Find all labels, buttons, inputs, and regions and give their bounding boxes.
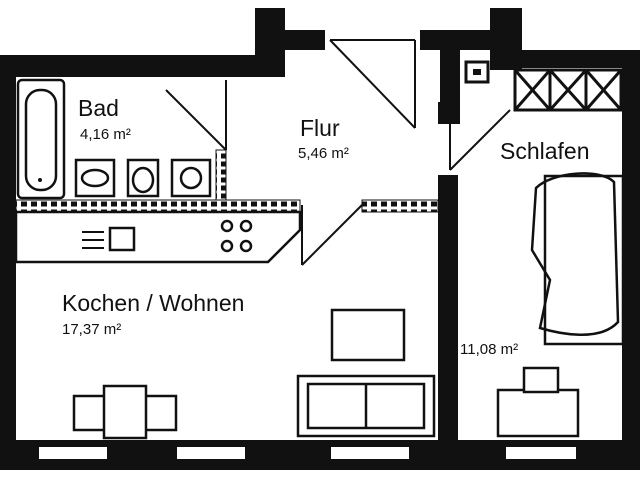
windows bbox=[37, 445, 578, 461]
window bbox=[175, 445, 247, 461]
kitchen-counter bbox=[14, 210, 302, 264]
flur-room-area: 5,46 m² bbox=[298, 145, 349, 162]
living-furniture bbox=[72, 308, 436, 440]
dining-table bbox=[102, 384, 148, 440]
window bbox=[37, 445, 109, 461]
stove-burner bbox=[239, 219, 253, 233]
desk-chair bbox=[522, 366, 560, 394]
dining-chair bbox=[142, 394, 178, 432]
bath-side-wall bbox=[215, 149, 227, 201]
bad-room-area: 4,16 m² bbox=[80, 126, 131, 143]
blanket bbox=[530, 172, 620, 336]
washing-machine bbox=[170, 158, 212, 198]
kochen-room-area: 17,37 m² bbox=[62, 321, 122, 338]
stove-burner bbox=[220, 239, 234, 253]
stove-burner bbox=[220, 219, 234, 233]
window bbox=[504, 445, 578, 461]
bath-partition-wall bbox=[15, 199, 301, 213]
kochen-room-name: Kochen / Wohnen bbox=[62, 290, 245, 316]
flur-room-name: Flur bbox=[300, 115, 340, 141]
coffee-table bbox=[330, 308, 406, 362]
chimney-vent-dot bbox=[473, 69, 481, 75]
doors bbox=[165, 39, 511, 266]
stove-burner bbox=[239, 239, 253, 253]
bed bbox=[543, 174, 625, 346]
bad-room-name: Bad bbox=[78, 95, 119, 121]
sink bbox=[108, 226, 136, 252]
schlafen-room-area: 11,08 m² bbox=[460, 341, 519, 358]
schlafen-room-name: Schlafen bbox=[500, 138, 590, 164]
desk bbox=[496, 388, 580, 438]
bathtub-inner bbox=[24, 88, 58, 192]
bedroom-furniture bbox=[496, 172, 625, 438]
dining-chair bbox=[72, 394, 108, 432]
window bbox=[329, 445, 411, 461]
flur-partition-wall bbox=[361, 199, 439, 213]
bathroom-fixtures bbox=[16, 78, 212, 200]
wardrobe bbox=[513, 68, 623, 112]
